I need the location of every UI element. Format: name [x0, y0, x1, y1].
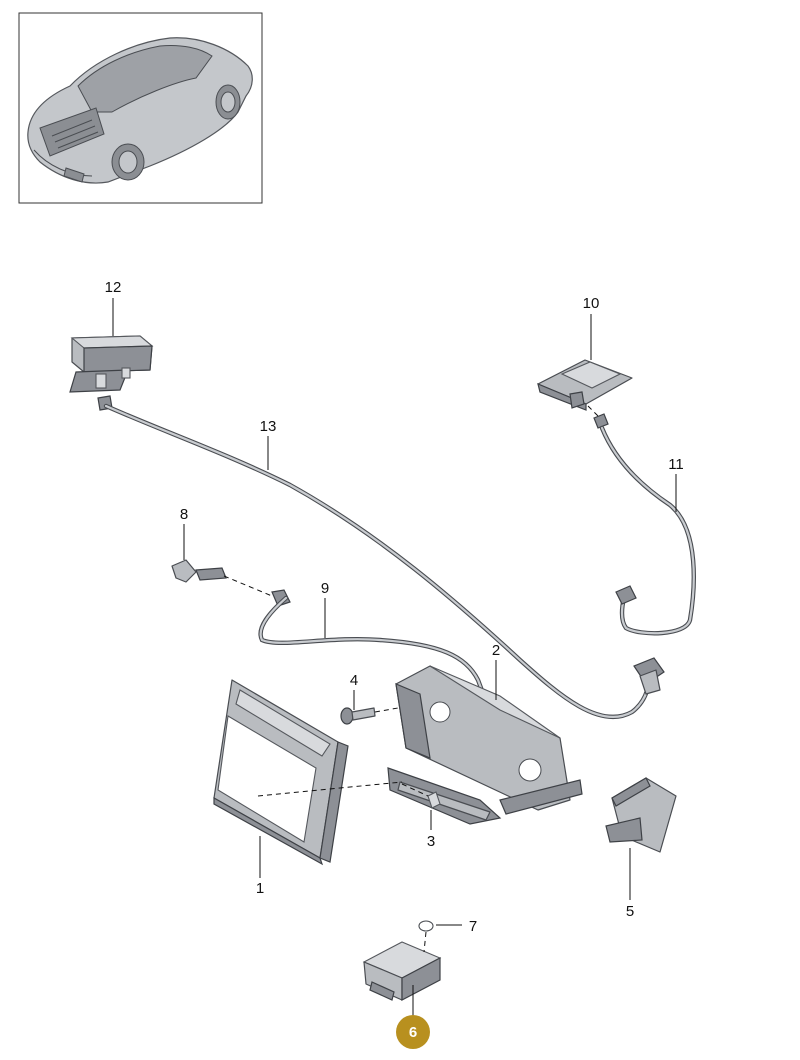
leader-lines	[112, 298, 677, 1016]
part-4-screw	[340, 707, 376, 725]
part-13-long-cable	[103, 403, 665, 720]
part-3-clip	[427, 791, 441, 809]
part-10-receiver-module	[537, 359, 633, 411]
car-illustration	[27, 37, 253, 184]
callout-2[interactable]: 2	[492, 642, 500, 659]
callout-12[interactable]: 12	[105, 279, 122, 296]
highlight-badge	[396, 1015, 430, 1049]
part-9-connection-cable	[258, 589, 487, 699]
callout-4[interactable]: 4	[350, 672, 358, 689]
callout-6-highlight[interactable]: 6	[396, 1015, 430, 1049]
part-1-trim-frame	[213, 679, 349, 866]
callout-6: 6	[409, 1024, 417, 1041]
callout-13[interactable]: 13	[260, 418, 277, 435]
callout-3[interactable]: 3	[427, 833, 435, 850]
callout-10[interactable]: 10	[583, 295, 600, 312]
vehicle-thumbnail	[18, 12, 263, 204]
callout-5[interactable]: 5	[626, 903, 634, 920]
callout-1[interactable]: 1	[256, 880, 264, 897]
callout-11[interactable]: 11	[668, 456, 684, 473]
part-8-connector	[171, 559, 227, 583]
callout-7[interactable]: 7	[469, 918, 477, 935]
part-5-holder	[605, 777, 677, 853]
part-12-antenna-module	[69, 335, 154, 411]
part-7-washer	[418, 920, 434, 932]
assembly-lines	[223, 405, 599, 953]
part-11-short-cable	[593, 413, 696, 636]
part-2-mounting-bracket	[387, 665, 583, 825]
part-6-control-unit	[362, 941, 442, 1001]
callout-8[interactable]: 8	[180, 506, 188, 523]
callouts: 12 10 13 11 8 9 2 4 3 1 5 7 6	[105, 279, 684, 1049]
callout-9[interactable]: 9	[321, 580, 329, 597]
